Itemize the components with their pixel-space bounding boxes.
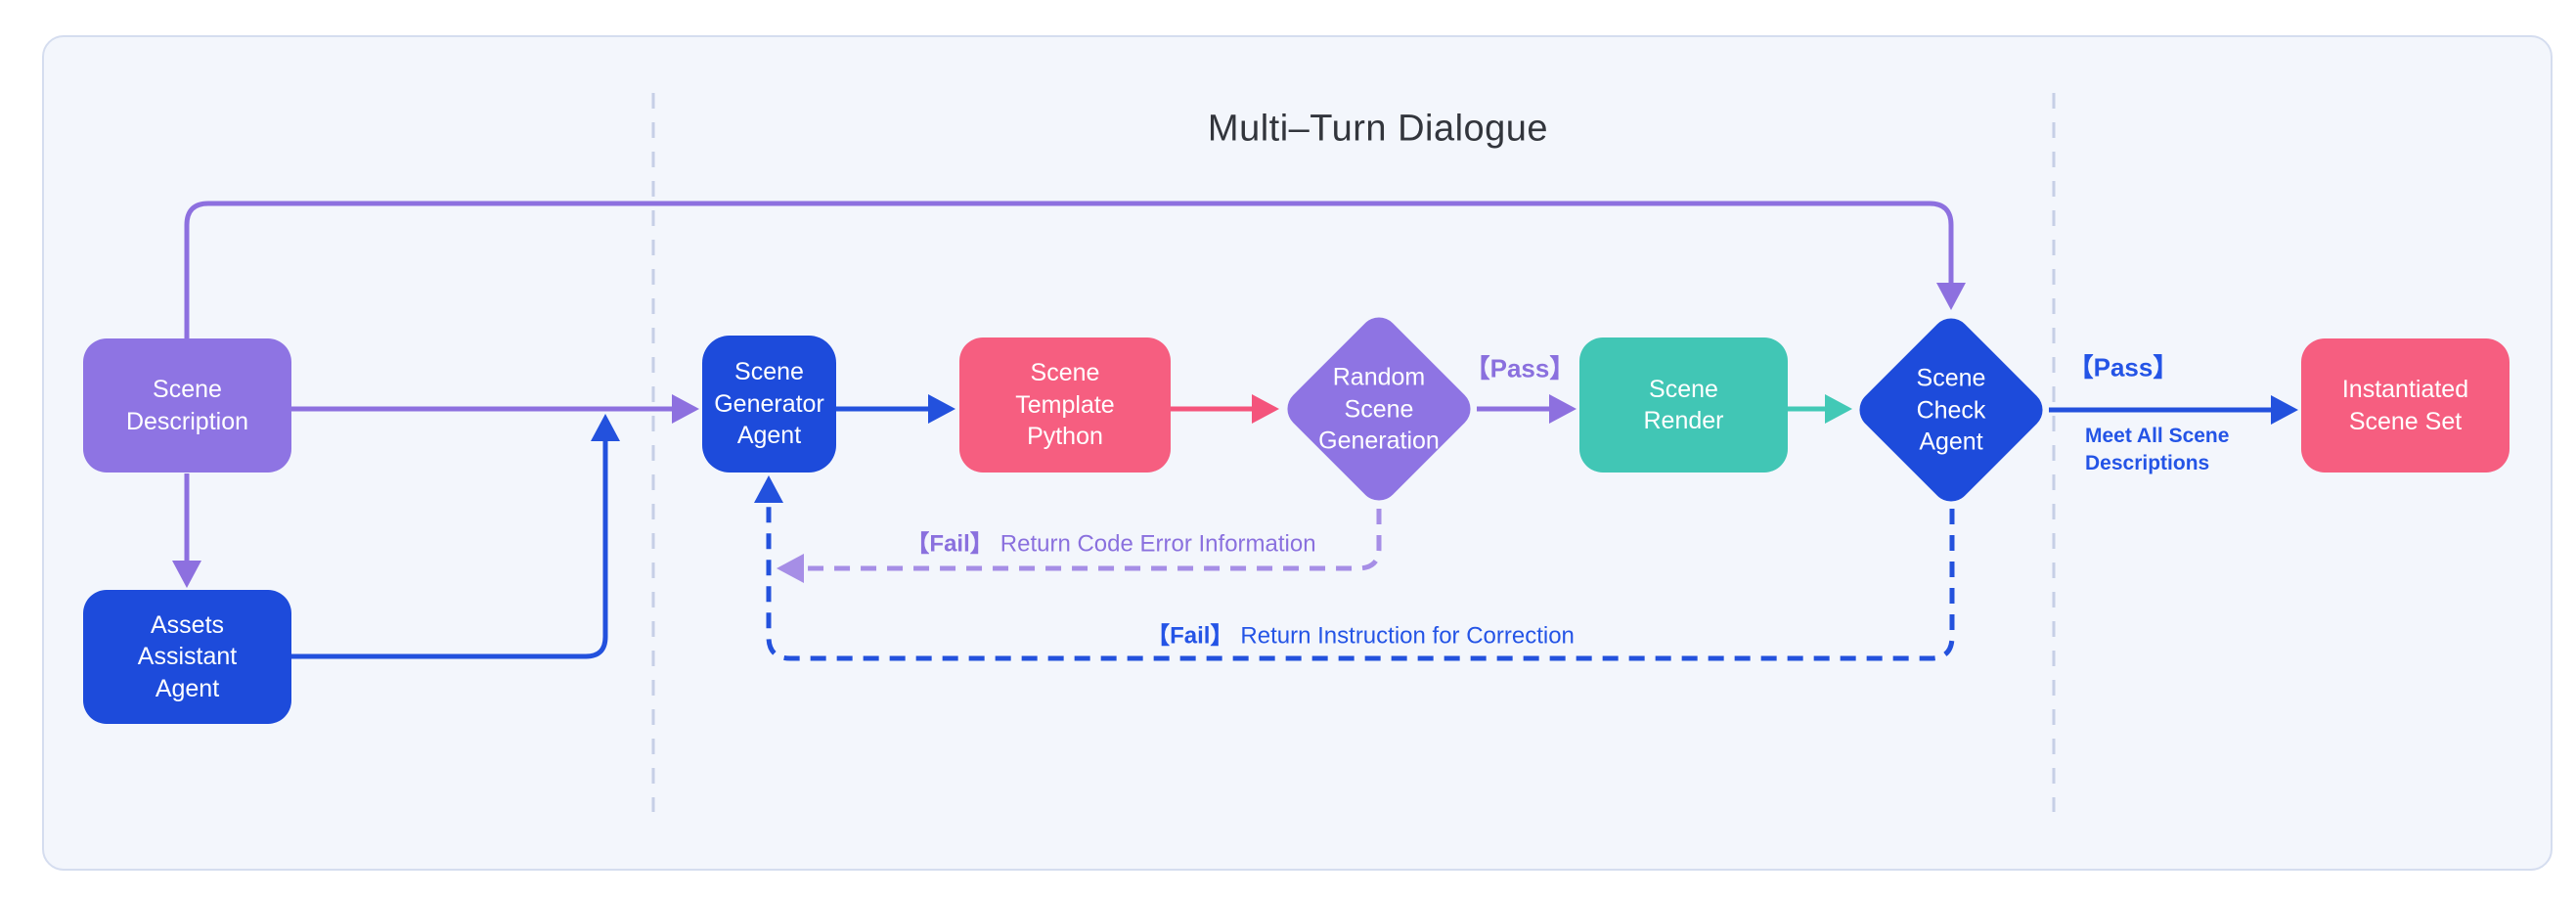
edge-fail-return-code-error <box>804 509 1382 571</box>
node-random-scene-generation-label: Random Scene Generation <box>1318 363 1440 455</box>
arrowhead-into-scene-generator-left <box>672 394 699 424</box>
node-scene-check-agent-label: Scene Check Agent <box>1916 364 1986 456</box>
label-fail-code-text: Return Code Error Information <box>999 530 1316 558</box>
arrowhead-into-scene-check-top <box>1936 283 1966 310</box>
node-assets-assistant-agent-label: Assets Assistant Agent <box>137 610 238 702</box>
label-fail-instruction-prefix: 【Fail】 <box>1146 622 1234 650</box>
arrowhead-fail-instruction-up <box>754 475 783 503</box>
node-scene-template-python: Scene Template Python <box>959 338 1171 472</box>
label-fail-code-prefix: 【Fail】 <box>906 530 994 558</box>
node-scene-template-python-label: Scene Template Python <box>1015 359 1115 451</box>
node-scene-render: Scene Render <box>1579 338 1788 472</box>
label-fail-return-instruction: 【Fail】Return Instruction for Correction <box>1146 616 1575 651</box>
node-instantiated-scene-set: Instantiated Scene Set <box>2301 338 2509 472</box>
label-pass-random-scene: 【Pass】 <box>1464 353 1576 383</box>
edge-assets-assistant-merge-up <box>291 440 608 659</box>
arrowhead-into-scene-check-left <box>1825 394 1852 424</box>
node-scene-description-label: Scene Description <box>125 376 249 435</box>
node-assets-assistant-agent: Assets Assistant Agent <box>83 590 291 724</box>
section-title: Multi–Turn Dialogue <box>1207 108 1549 150</box>
label-pass-scene-check: 【Pass】 <box>2067 352 2179 382</box>
arrowhead-into-scene-render <box>1549 394 1577 424</box>
arrowhead-into-scene-template <box>928 394 955 424</box>
edge-scene-description-to-scene-check-top-rail <box>184 201 1954 338</box>
node-instantiated-scene-set-label: Instantiated Scene Set <box>2341 376 2469 435</box>
arrowhead-fail-code-left <box>777 554 804 583</box>
node-scene-generator-agent-label: Scene Generator Agent <box>714 358 824 450</box>
label-meet-all-scene-descriptions: Meet All Scene Descriptions <box>2085 425 2230 474</box>
label-fail-return-code-error: 【Fail】Return Code Error Information <box>906 524 1315 559</box>
arrowhead-assets-merge-up <box>591 414 620 441</box>
node-scene-generator-agent: Scene Generator Agent <box>702 336 836 472</box>
label-fail-instruction-text: Return Instruction for Correction <box>1240 622 1575 650</box>
diagram-panel <box>42 35 2553 871</box>
node-scene-description: Scene Description <box>83 338 291 472</box>
arrowhead-into-assets-assistant <box>172 561 201 588</box>
arrowhead-into-instantiated-set <box>2271 395 2298 425</box>
arrowhead-into-random-scene <box>1252 394 1279 424</box>
edge-fail-return-instruction <box>766 502 1955 661</box>
node-scene-render-label: Scene Render <box>1643 375 1724 435</box>
